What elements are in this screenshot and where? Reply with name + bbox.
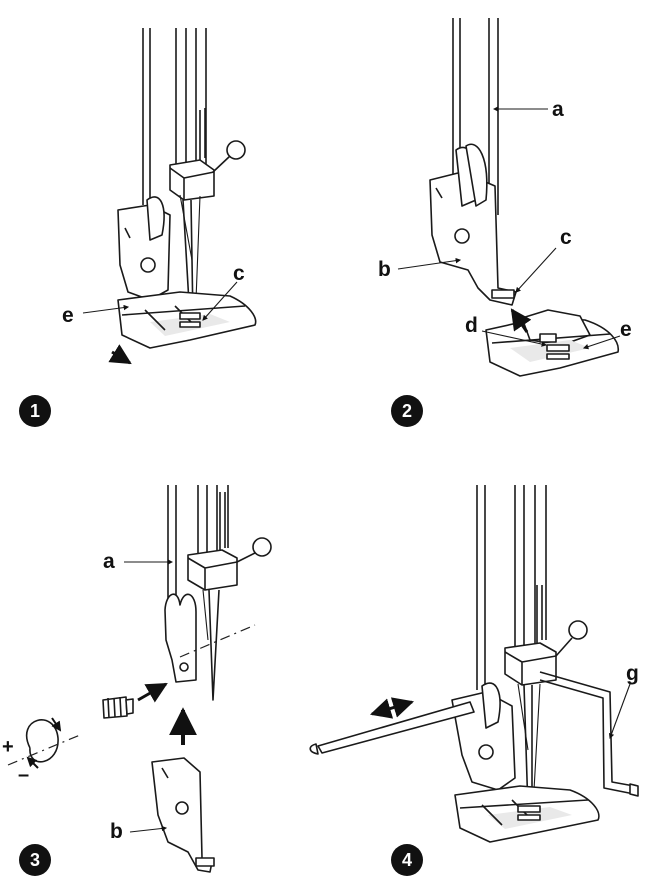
panel-4-tightening-tool — [309, 485, 639, 843]
step3-label-b: b — [110, 820, 123, 843]
panel-1-presser-foot-attached — [82, 28, 257, 365]
step2-label-b: b — [378, 258, 391, 281]
step3-label-a: a — [103, 550, 115, 573]
step1-label-e: e — [62, 304, 74, 327]
step2-label-a: a — [552, 98, 564, 121]
rotate-minus-sign: – — [18, 764, 29, 786]
step-3-number: 3 — [30, 850, 40, 870]
panel-3-remove-holder — [7, 485, 272, 873]
panel-2-detached-foot — [397, 18, 621, 377]
step2-label-d: d — [465, 314, 478, 337]
step-2-number: 2 — [402, 401, 412, 421]
step-4-number: 4 — [402, 850, 412, 870]
step-3-badge: 3 — [19, 844, 51, 876]
step2-label-e: e — [620, 318, 632, 341]
step-1-badge: 1 — [19, 395, 51, 427]
step2-label-c: c — [560, 226, 572, 249]
step-4-badge: 4 — [391, 844, 423, 876]
step-2-badge: 2 — [391, 395, 423, 427]
step4-label-g: g — [626, 662, 639, 685]
step-1-number: 1 — [30, 401, 40, 421]
step1-label-c: c — [233, 262, 245, 285]
rotate-plus-sign: + — [2, 736, 14, 758]
